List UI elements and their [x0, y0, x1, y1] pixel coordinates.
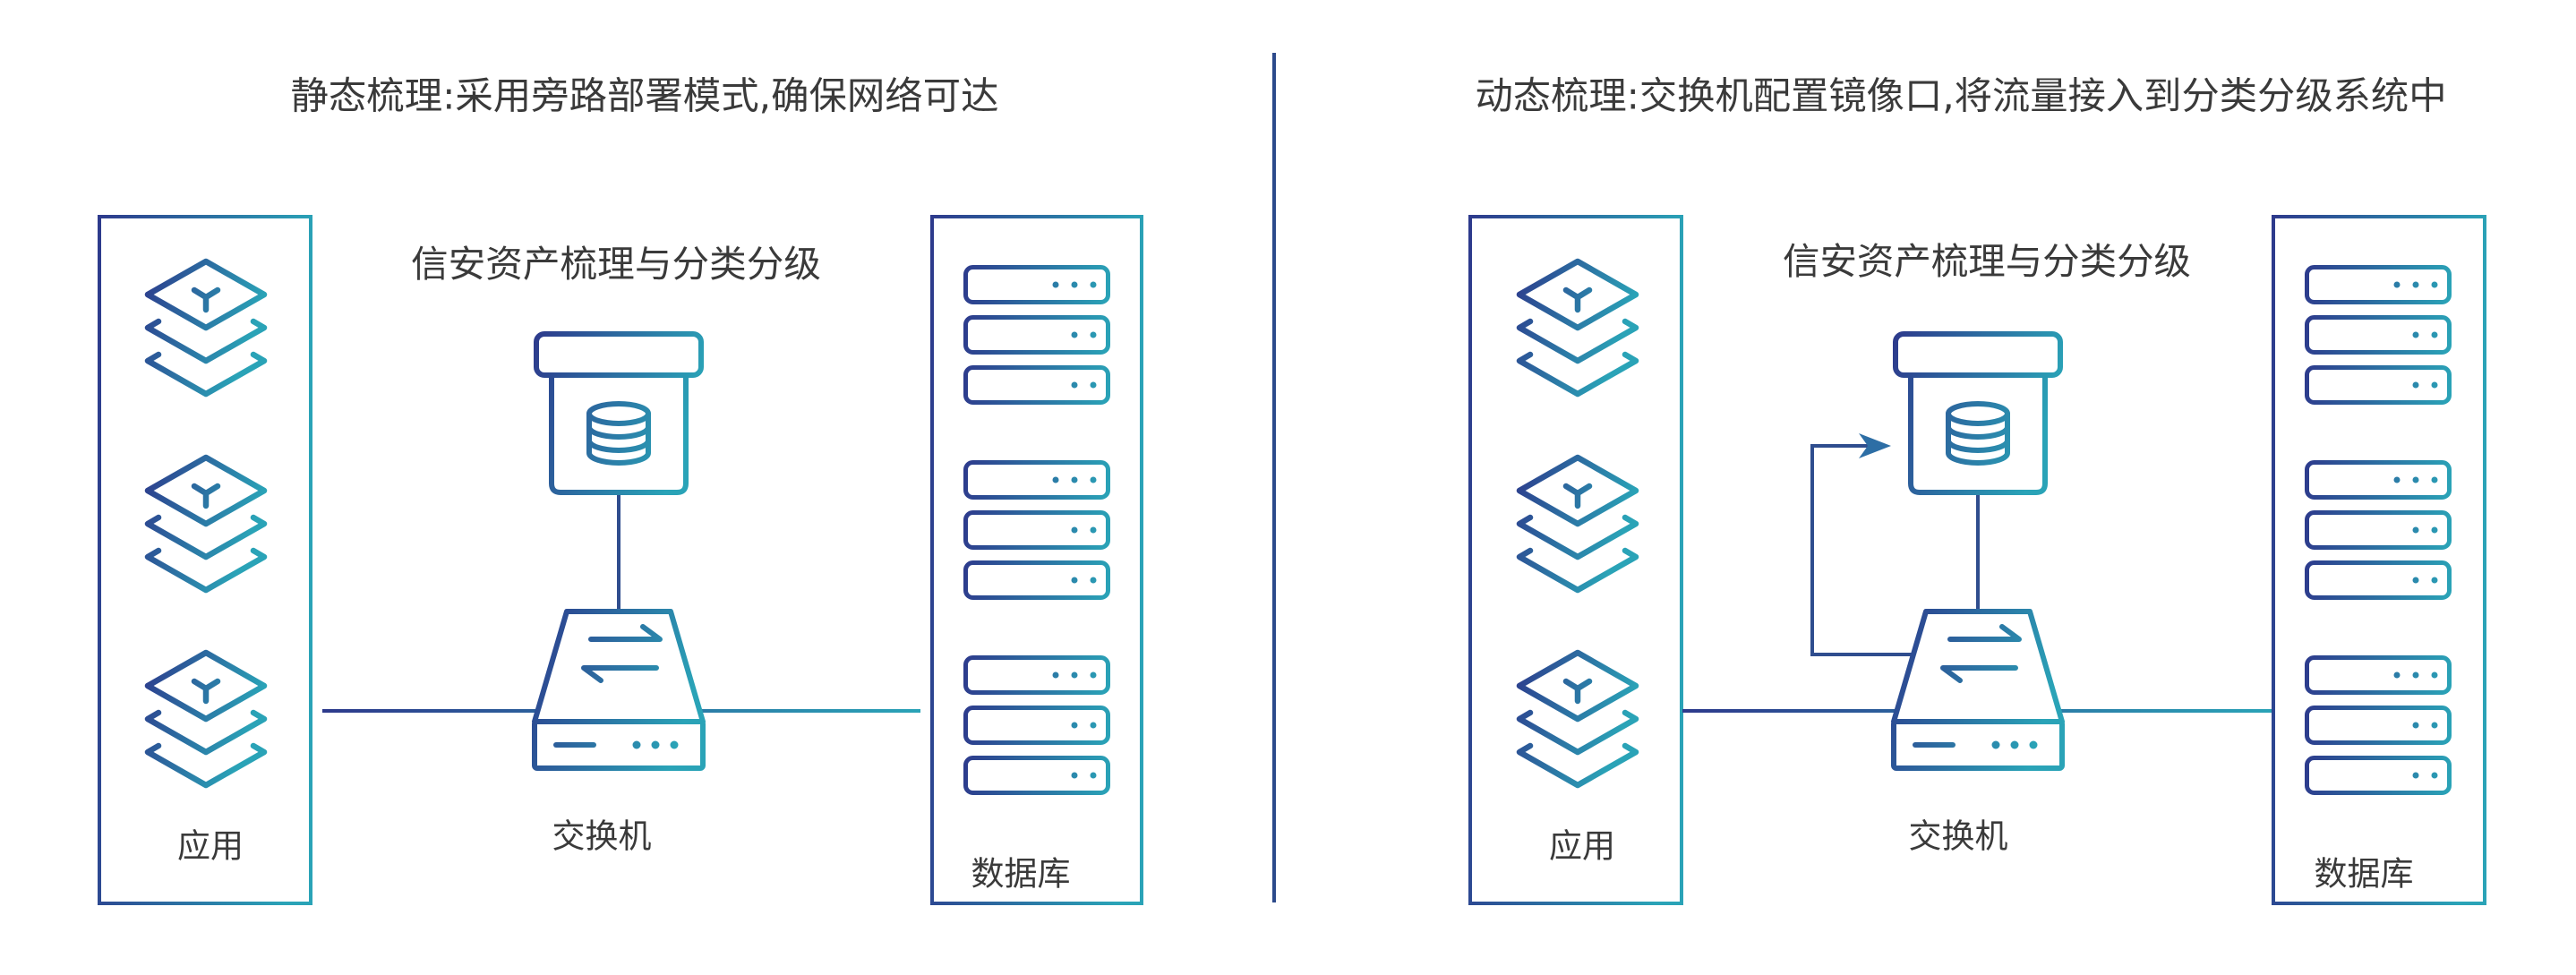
switch-label: 交换机 [552, 817, 652, 856]
server-rack-unit-icon [966, 708, 1108, 743]
application-label: 应用 [177, 827, 244, 866]
app-layers-icon [1519, 653, 1636, 785]
application-group-box [1468, 215, 1683, 905]
application-label: 应用 [1549, 827, 1615, 866]
network-switch-icon [1894, 612, 2062, 768]
static-panel-title: 静态梳理:采用旁路部署模式,确保网络可达 [291, 74, 999, 118]
server-rack-unit-icon [966, 268, 1108, 303]
application-group-box [98, 215, 312, 905]
server-rack-unit-icon [966, 463, 1108, 498]
dynamic-panel-title: 动态梳理:交换机配置镜像口,将流量接入到分类分级系统中 [1476, 74, 2447, 118]
server-rack-unit-icon [966, 563, 1108, 598]
mirror-arrowhead [1859, 433, 1891, 458]
classification-system-label: 信安资产梳理与分类分级 [1783, 240, 2191, 283]
server-rack-unit-icon [2307, 758, 2450, 793]
server-rack-unit-icon [966, 758, 1108, 793]
mirror-traffic-line [1810, 444, 1913, 656]
mirror-arrow-icon [1810, 433, 1913, 656]
database-label: 数据库 [2315, 855, 2414, 894]
app-layers-icon [1519, 458, 1636, 590]
server-rack-unit-icon [2307, 513, 2450, 548]
server-rack-unit-icon [966, 658, 1108, 693]
server-rack-unit-icon [966, 318, 1108, 353]
server-rack-unit-icon [2307, 708, 2450, 743]
server-rack-unit-icon [966, 368, 1108, 403]
app-layers-icon [1519, 261, 1636, 394]
network-switch-icon [535, 612, 703, 768]
app-layers-icon [148, 261, 264, 394]
app-layers-icon [148, 458, 264, 590]
server-rack-unit-icon [966, 513, 1108, 548]
server-rack-unit-icon [2307, 463, 2450, 498]
database-group-box [2272, 215, 2486, 905]
switch-label: 交换机 [1909, 817, 2008, 856]
database-appliance-icon [1896, 334, 2060, 492]
server-rack-unit-icon [2307, 368, 2450, 403]
classification-system-label: 信安资产梳理与分类分级 [411, 243, 821, 286]
database-group-box [930, 215, 1143, 905]
app-layers-icon [148, 653, 264, 785]
server-rack-unit-icon [2307, 563, 2450, 598]
server-rack-unit-icon [2307, 658, 2450, 693]
database-appliance-icon [536, 334, 701, 492]
static-mode-panel: 静态梳理:采用旁路部署模式,确保网络可达 应用 信安资产梳理与分类分级 交换机 … [98, 74, 1143, 905]
database-label: 数据库 [971, 855, 1071, 894]
dynamic-mode-panel: 动态梳理:交换机配置镜像口,将流量接入到分类分级系统中 应用 信安资产梳理与分类… [1468, 74, 2486, 905]
server-rack-unit-icon [2307, 318, 2450, 353]
server-rack-unit-icon [2307, 268, 2450, 303]
